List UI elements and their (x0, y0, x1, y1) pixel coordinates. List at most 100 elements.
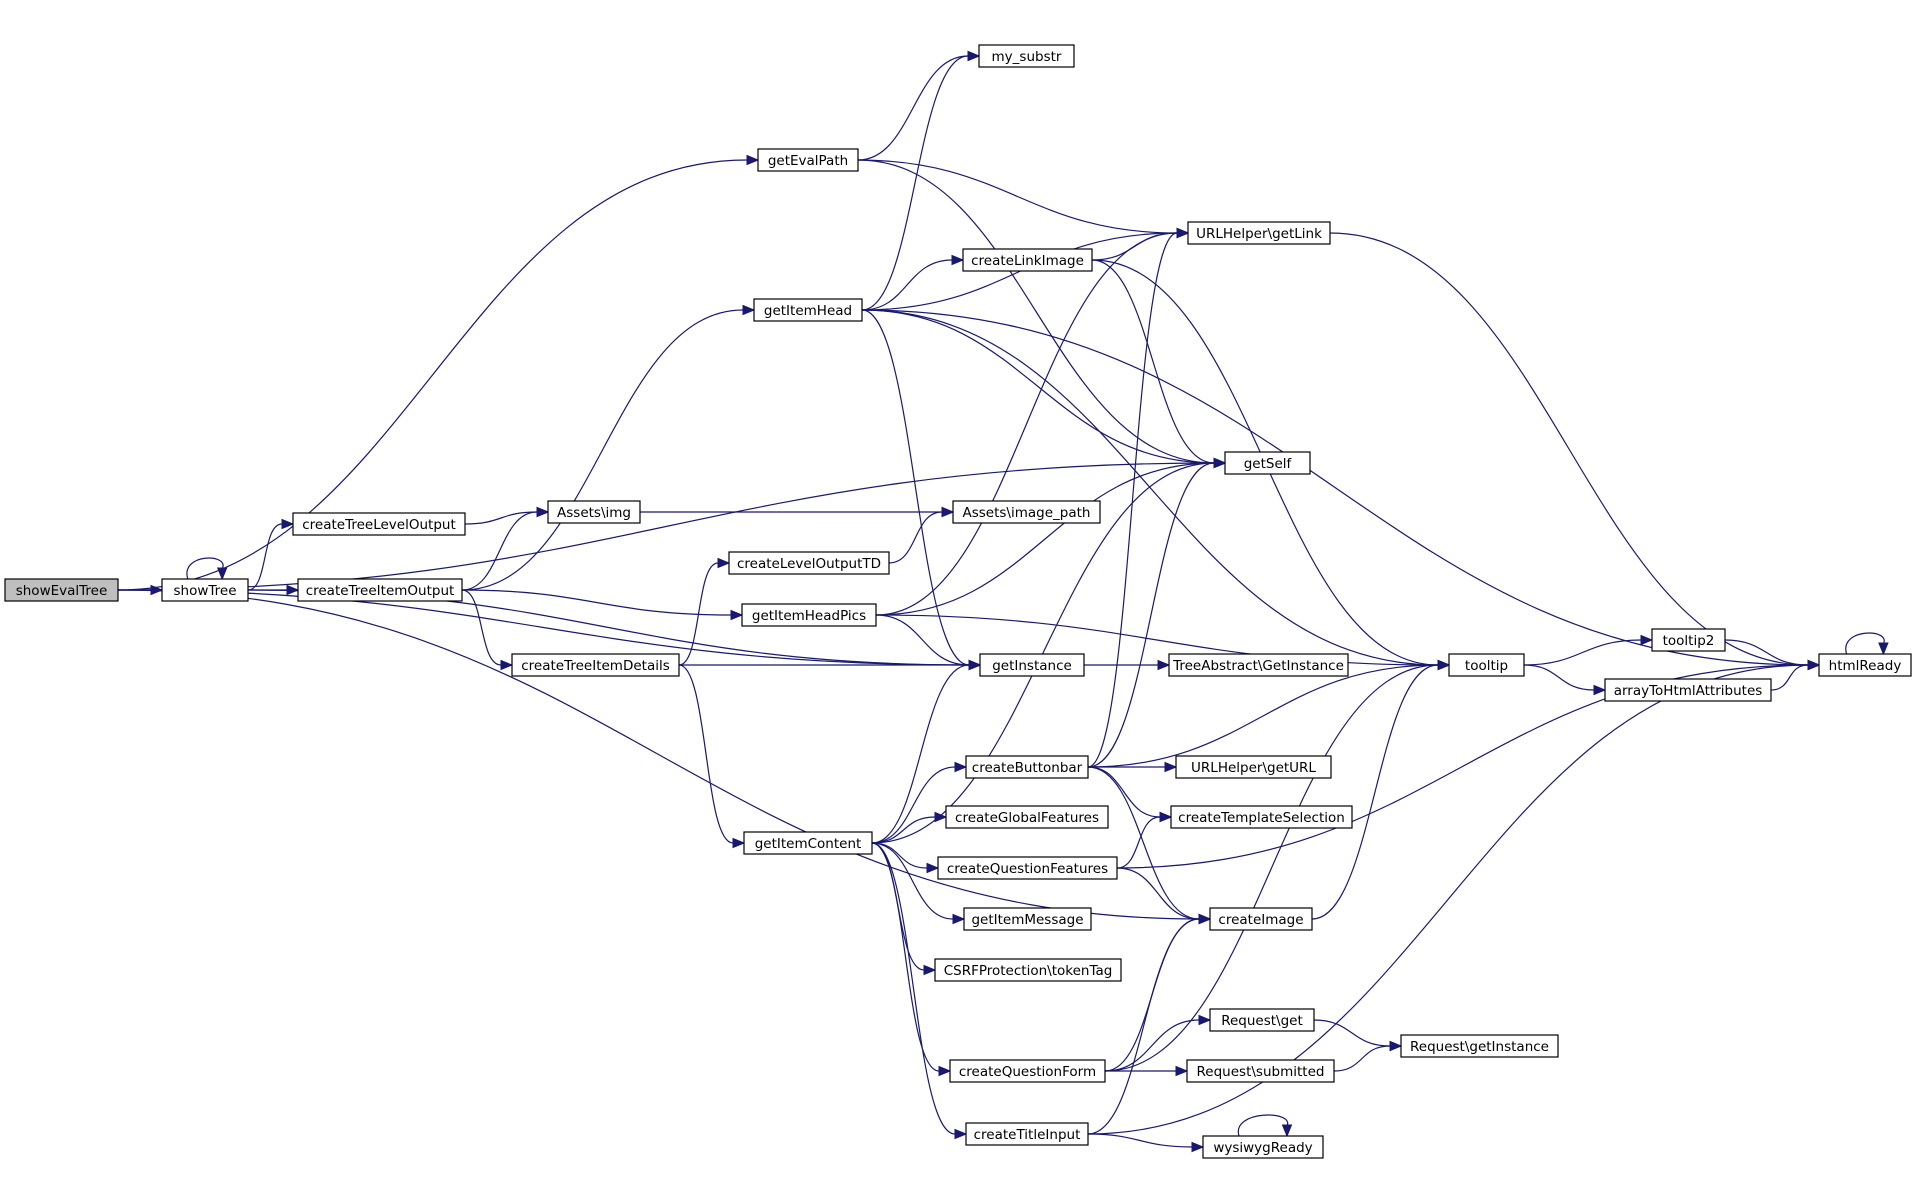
node-box (1209, 907, 1313, 931)
node-assets-img[interactable]: Assets\img (547, 500, 641, 524)
node-createquestionfeatures[interactable]: createQuestionFeatures (937, 856, 1118, 880)
edge-line (888, 511, 943, 564)
node-label: URLHelper\getURL (1191, 760, 1316, 776)
node-tooltip2[interactable]: tooltip2 (1651, 628, 1726, 652)
edge-line (857, 159, 1178, 234)
node-createtreeitemoutput[interactable]: createTreeItemOutput (297, 578, 463, 602)
node-wysiwygready[interactable]: wysiwygReady (1202, 1135, 1324, 1159)
node-box (1818, 653, 1912, 677)
edge-getitemcontent-to-createbuttonbar (871, 761, 968, 844)
node-box (1651, 628, 1726, 652)
node-createlinkimage[interactable]: createLinkImage (962, 248, 1093, 272)
edge-createtreeitemoutput-to-assets-img (461, 506, 550, 591)
node-getevalpath[interactable]: getEvalPath (757, 148, 859, 172)
edge-assets-img-to-assets-image-path (639, 506, 955, 518)
node-box (1186, 1059, 1335, 1083)
node-getitemcontent[interactable]: getItemContent (743, 831, 873, 855)
edge-line (461, 589, 732, 616)
node-getself[interactable]: getSelf (1224, 451, 1311, 475)
node-createtreeleveloutput[interactable]: createTreeLevelOutput (292, 512, 466, 536)
node-box (962, 248, 1093, 272)
edge-arrowhead (732, 837, 746, 849)
node-arraytohtmlattributes[interactable]: arrayToHtmlAttributes (1604, 678, 1772, 702)
node-createimage[interactable]: createImage (1209, 907, 1313, 931)
node-request-submitted[interactable]: Request\submitted (1186, 1059, 1335, 1083)
node-box (1170, 805, 1353, 829)
edge-arrowhead (1213, 457, 1227, 469)
node-createtemplateselection[interactable]: createTemplateSelection (1170, 805, 1353, 829)
node-label: showTree (173, 583, 236, 599)
edge-getevalpath-to-my-substr (857, 50, 981, 161)
edge-getitemcontent-to-createglobalfeatures (871, 811, 948, 844)
edge-getitemhead-to-htmlready (861, 309, 1821, 671)
node-box (945, 805, 1109, 829)
node-getitemhead[interactable]: getItemHead (753, 298, 863, 322)
edge-createtreeitemdetails-to-createleveloutputtd (678, 557, 731, 666)
edge-line (1091, 259, 1215, 464)
node-csrfprotection-tokentag[interactable]: CSRFProtection\tokenTag (934, 958, 1122, 982)
node-label: createImage (1218, 912, 1303, 928)
edge-getinstance-to-treeabstract-getinstance (1084, 659, 1171, 671)
node-label: htmlReady (1829, 658, 1902, 674)
edge-line (1523, 639, 1642, 666)
node-label: createQuestionForm (959, 1064, 1096, 1080)
edge-arrowhead (742, 304, 756, 316)
node-showtree[interactable]: showTree (161, 578, 249, 602)
node-request-get[interactable]: Request\get (1209, 1008, 1315, 1032)
edge-arrowhead (536, 506, 550, 518)
edge-createtitleinput-to-createimage (1087, 913, 1212, 1135)
edge-arrowhead (926, 862, 940, 874)
node-box (1209, 1008, 1315, 1032)
node-request-getinstance[interactable]: Request\getInstance (1400, 1034, 1559, 1058)
node-box (949, 1059, 1106, 1083)
edge-getitemcontent-to-createquestionform (871, 842, 952, 1077)
edge-line (1087, 232, 1178, 768)
node-createtitleinput[interactable]: createTitleInput (965, 1122, 1089, 1146)
node-label: Request\getInstance (1410, 1039, 1549, 1055)
edge-getitemcontent-to-csrfprotection-tokentag (871, 842, 937, 976)
node-treeabstract-getinstance[interactable]: TreeAbstract\GetInstance (1168, 653, 1349, 677)
node-label: getItemHead (764, 303, 852, 319)
edge-createbuttonbar-to-urlhelper-geturl (1087, 761, 1178, 773)
node-box (753, 298, 863, 322)
edge-arrowhead (1389, 1040, 1403, 1052)
edge-line (1087, 1133, 1193, 1148)
node-createbuttonbar[interactable]: createButtonbar (965, 755, 1089, 779)
node-assets-image-path[interactable]: Assets\image_path (952, 500, 1101, 524)
edge-arrowhead (967, 50, 981, 62)
node-box (934, 958, 1122, 982)
edge-line (117, 589, 970, 666)
node-urlhelper-geturl[interactable]: URLHelper\getURL (1175, 755, 1332, 779)
node-createleveloutputtd[interactable]: createLevelOutputTD (728, 551, 890, 575)
node-createquestionform[interactable]: createQuestionForm (949, 1059, 1106, 1083)
edge-createtreeleveloutput-to-assets-img (464, 506, 550, 525)
edge-getitemheadpics-to-getself (875, 457, 1227, 616)
edge-tooltip-to-arraytohtmlattributes (1523, 664, 1607, 696)
node-getitemmessage[interactable]: getItemMessage (963, 907, 1092, 931)
node-urlhelper-getlink[interactable]: URLHelper\getLink (1187, 221, 1331, 245)
edge-getitemheadpics-to-tooltip (875, 614, 1451, 671)
edge-arrowhead (1198, 913, 1212, 925)
edge-layer (117, 50, 1889, 1153)
node-box (297, 578, 463, 602)
edge-arrowhead (1176, 227, 1190, 239)
node-htmlready[interactable]: htmlReady (1818, 653, 1912, 677)
node-getitemheadpics[interactable]: getItemHeadPics (741, 603, 877, 627)
edge-line (1087, 766, 1200, 920)
edge-line (871, 816, 936, 844)
node-my-substr[interactable]: my_substr (978, 44, 1075, 68)
node-getinstance[interactable]: getInstance (979, 653, 1085, 677)
edge-line (871, 842, 956, 1135)
node-showevaltree[interactable]: showEvalTree (4, 578, 119, 602)
edge-line (1329, 232, 1809, 666)
edge-line (857, 159, 1215, 464)
node-tooltip[interactable]: tooltip (1448, 653, 1525, 677)
node-createtreeitemdetails[interactable]: createTreeItemDetails (511, 653, 680, 677)
node-createglobalfeatures[interactable]: createGlobalFeatures (945, 805, 1109, 829)
edge-createbuttonbar-to-urlhelper-getlink (1087, 227, 1190, 768)
edge-urlhelper-getlink-to-htmlready (1329, 232, 1821, 671)
edge-arrowhead (216, 567, 228, 581)
edge-arrowhead (717, 557, 731, 569)
edge-createtreeitemoutput-to-getitemheadpics (461, 589, 744, 621)
edge-arrowhead (281, 518, 295, 530)
